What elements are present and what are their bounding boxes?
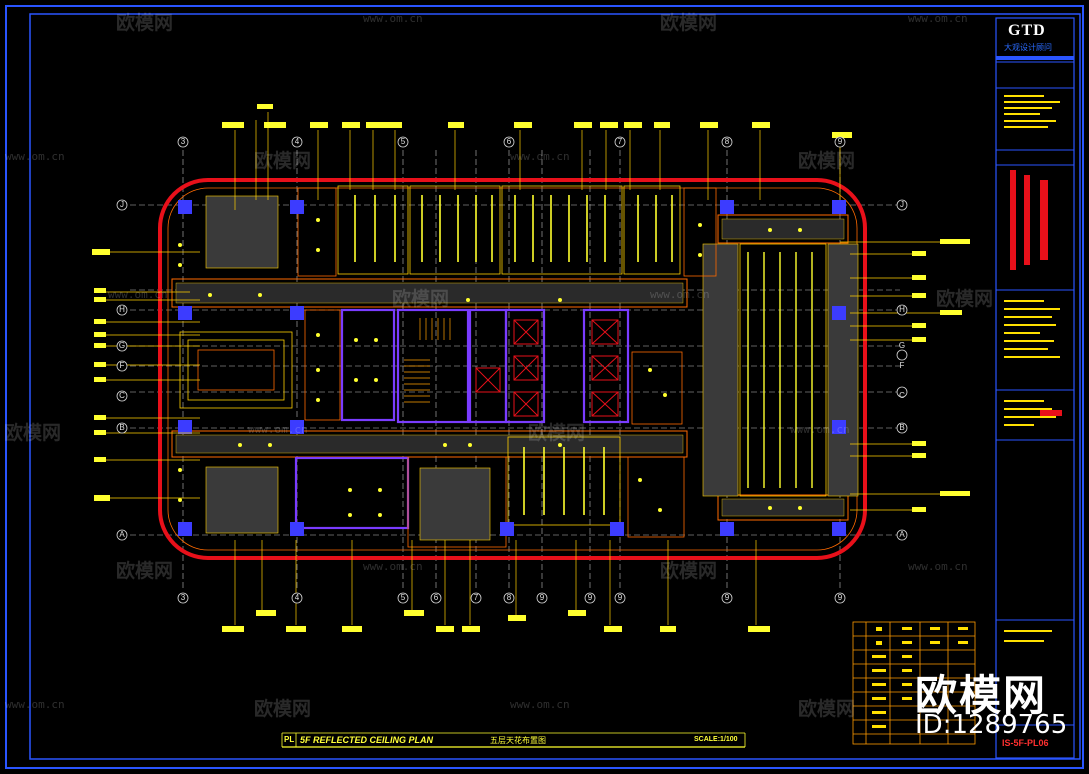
grid-label-top: 9	[837, 137, 843, 146]
watermark-url: www.om.cn	[790, 423, 850, 436]
grid-label-bottom: 9	[837, 593, 843, 602]
grid-label-left: J	[120, 200, 124, 209]
grid-label-top: 4	[294, 137, 300, 146]
drawing-title-cn: 五层天花布置图	[490, 736, 546, 745]
strip-lights-top	[354, 195, 673, 262]
corridors	[171, 214, 849, 521]
watermark-brand: 欧模网	[660, 12, 718, 34]
grid-label-right: H	[899, 305, 905, 314]
title-block	[995, 17, 1075, 759]
small-rooms	[297, 187, 717, 548]
grid-label-right: A	[899, 530, 905, 539]
annotation-leaders-right	[840, 241, 940, 511]
grid-label-bottom: 7	[473, 593, 479, 602]
light-fixtures	[178, 218, 802, 517]
annotation-tags-left	[92, 249, 110, 501]
sheet-outer-frame	[5, 5, 1084, 769]
watermark-url: www.om.cn	[363, 560, 423, 573]
drawing-title-en: 5F REFLECTED CEILING PLAN	[300, 735, 434, 745]
grid-label-left: B	[119, 423, 125, 432]
grid-label-top: 6	[506, 137, 512, 146]
grid-label-bottom: 3	[180, 593, 186, 602]
grid-label-bottom: 9	[539, 593, 545, 602]
watermark-url: www.om.cn	[650, 288, 710, 301]
model-id: ID:1289765	[915, 710, 1068, 740]
elevator-shafts	[475, 319, 619, 417]
grid-label-left: H	[119, 305, 125, 314]
meeting-room-ceiling	[179, 331, 293, 409]
annotation-tags-right	[912, 239, 970, 512]
structural-columns	[178, 200, 846, 536]
watermark-brand: 欧模网	[254, 698, 312, 720]
watermark-brand: 欧模网	[254, 150, 312, 172]
grid-label-right: F	[899, 361, 905, 370]
watermark-url: www.om.cn	[908, 12, 968, 25]
grid-label-left: F	[119, 361, 125, 370]
watermark-url: www.om.cn	[510, 698, 570, 711]
stairs	[404, 318, 451, 403]
watermark-brand: 欧模网	[798, 150, 856, 172]
watermark-brand: 欧模网	[798, 698, 856, 720]
drawing-scale: SCALE:1/100	[694, 736, 738, 743]
strip-lights-hall	[747, 252, 813, 488]
grid-label-bottom: 5	[400, 593, 406, 602]
grid-label-bottom: 6	[433, 593, 439, 602]
brand-stamp: 欧模网	[915, 671, 1048, 720]
watermark-url: www.om.cn	[363, 12, 423, 25]
grid-label-right: C	[899, 391, 905, 400]
strip-lights-bottom	[523, 447, 605, 515]
annotation-leaders-left	[104, 251, 200, 499]
grid-label-bottom: 9	[724, 593, 730, 602]
grid-label-bottom: 9	[587, 593, 593, 602]
grid-label-top: 7	[617, 137, 623, 146]
grid-label-bottom: 8	[506, 593, 512, 602]
annotation-tags-top	[222, 104, 852, 138]
watermark-url: www.om.cn	[5, 698, 65, 711]
watermark-brand: 欧模网	[4, 422, 62, 444]
annotation-tags-bottom	[222, 610, 770, 632]
bottom-room	[507, 436, 621, 526]
annotation-leaders-bottom	[234, 540, 757, 625]
grid-label-bottom: 4	[294, 593, 300, 602]
main-hall-ceiling	[739, 243, 827, 497]
watermark-url: www.om.cn	[108, 288, 168, 301]
watermark-brand: 欧模网	[116, 12, 174, 34]
grid-label-left: C	[119, 391, 125, 400]
grid-label-bottom: 9	[617, 593, 623, 602]
watermark-brand: 欧模网	[528, 422, 586, 444]
sheet-number: IS-5F-PL06	[1002, 738, 1049, 748]
watermark-url: www.om.cn	[5, 150, 65, 163]
grid-label-right: J	[900, 200, 904, 209]
gtd-logo-text: GTD	[1008, 22, 1046, 39]
grid-label-right: G	[898, 341, 906, 350]
grid-label-top: 3	[180, 137, 186, 146]
hatched-rooms	[205, 195, 859, 541]
grid-label-top: 5	[400, 137, 406, 146]
company-name: 大观设计顾问	[1004, 43, 1052, 52]
watermark-brand: 欧模网	[936, 288, 994, 310]
watermark-url: www.om.cn	[908, 560, 968, 573]
grid-label-top: 8	[724, 137, 730, 146]
legend-table	[852, 621, 976, 745]
grid-label-left: A	[119, 530, 125, 539]
watermark-url: www.om.cn	[510, 150, 570, 163]
watermark-brand: 欧模网	[660, 560, 718, 582]
watermark-url: www.om.cn	[248, 423, 308, 436]
sheet-prefix-label: PL	[284, 735, 295, 744]
building-outer-wall	[158, 178, 867, 560]
grid-bubbles	[116, 136, 908, 604]
watermark-brand: 欧模网	[116, 560, 174, 582]
drawing-title-bar	[281, 732, 746, 748]
watermark-brand: 欧模网	[392, 288, 450, 310]
grid-label-right: B	[899, 423, 905, 432]
sheet-inner-frame	[29, 13, 1081, 760]
grid-label-left: G	[118, 341, 126, 350]
